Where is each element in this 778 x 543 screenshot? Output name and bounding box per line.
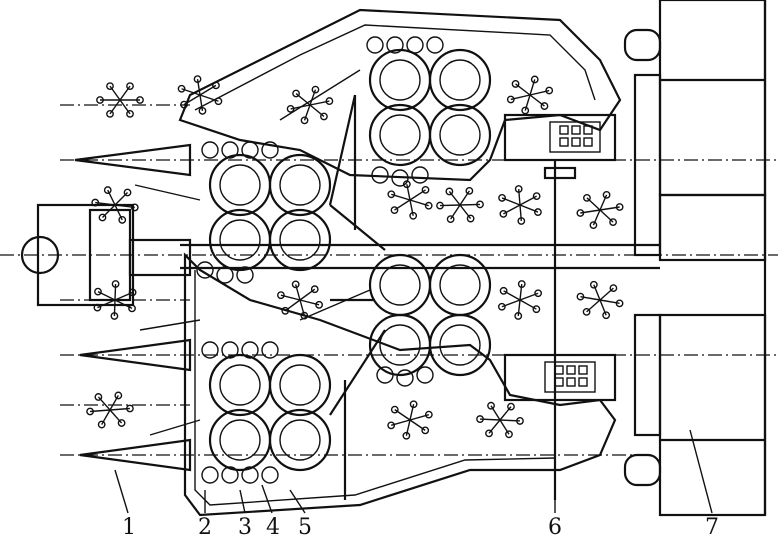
material-sprig [497,280,543,320]
material-sprig [498,185,542,225]
material-sprig [177,75,223,115]
callout-6: 6 [548,515,562,540]
roller-cluster-right-upper [368,48,492,167]
material-sprig [286,85,334,125]
callout-4: 4 [266,515,280,540]
material-sprig [96,82,144,118]
callout-5: 5 [298,515,312,540]
chain-sprockets [196,36,444,484]
material-sprig [476,401,524,439]
material-sprig [436,186,484,224]
roller-cluster-left-lower [208,353,332,472]
callout-7: 7 [705,515,719,540]
material-sprig [576,190,624,230]
conveyor-unit-lower [503,353,617,402]
leader-lines [114,429,713,514]
callout-1: 1 [122,515,136,540]
frame-column [623,0,767,517]
material-sprig [277,280,323,320]
material-sprig [86,391,134,429]
material-sprigs [86,75,624,440]
material-sprig [387,180,433,220]
roller-cluster-right-lower [368,253,492,377]
roller-cluster-left-upper [208,153,332,272]
material-sprig [576,280,624,320]
material-sprig [93,280,137,320]
center-rails [180,160,660,500]
centerlines [0,104,778,456]
material-sprig [387,400,433,440]
material-sprig [506,75,554,115]
guide-arms [134,69,386,500]
callout-2: 2 [198,515,212,540]
conveyor-unit-upper [503,113,617,180]
callout-3: 3 [238,515,252,540]
material-sprig [91,186,139,224]
